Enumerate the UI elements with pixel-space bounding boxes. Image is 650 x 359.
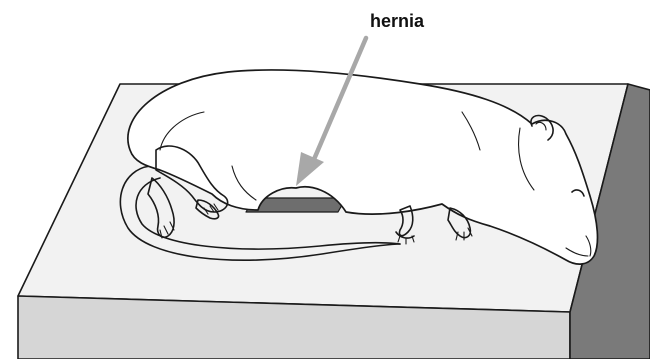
hernia-label: hernia: [370, 11, 425, 31]
